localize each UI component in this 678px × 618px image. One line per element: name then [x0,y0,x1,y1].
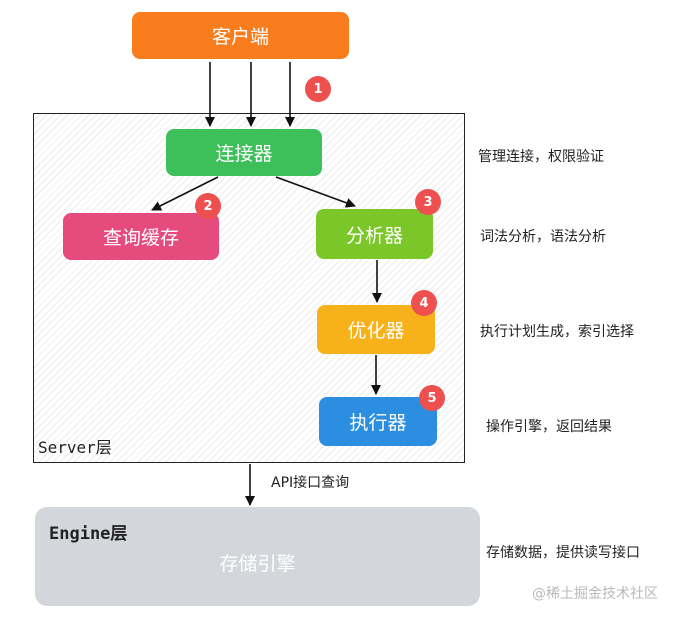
connector-note: 管理连接，权限验证 [478,149,604,165]
analyzer-note: 词法分析，语法分析 [480,229,606,245]
step-badge-2: 2 [195,193,221,219]
engine-note: 存储数据，提供读写接口 [486,545,640,561]
storage-engine-label: 存储引擎 [219,553,296,575]
server-layer-label: Server层 [38,438,112,457]
engine-layer-label: Engine层 [49,524,128,544]
connector-label: 连接器 [215,143,273,165]
connector-box: 连接器 [166,129,322,176]
optimizer-note: 执行计划生成，索引选择 [480,324,634,340]
analyzer-box: 分析器 [316,209,433,259]
executor-note: 操作引擎，返回结果 [486,419,612,435]
query-cache-box: 查询缓存 [63,213,219,260]
connector-to-analyzer-arrow [275,176,356,208]
client-box: 客户端 [132,12,349,59]
analyzer-label: 分析器 [345,224,403,247]
client-label: 客户端 [211,26,269,48]
watermark: @稀土掘金技术社区 [532,586,658,602]
connector-to-cache-arrow [151,176,219,211]
engine-layer: Engine层 存储引擎 [35,507,480,606]
step-badge-5: 5 [419,385,445,411]
step-badge-1: 1 [305,76,331,102]
step-badge-4: 4 [411,290,437,316]
step-badge-3: 3 [415,189,441,215]
executor-box: 执行器 [319,397,437,446]
query-cache-label: 查询缓存 [102,227,179,249]
optimizer-label: 优化器 [347,320,405,342]
api-label: API接口查询 [271,475,350,491]
executor-label: 执行器 [349,412,407,434]
